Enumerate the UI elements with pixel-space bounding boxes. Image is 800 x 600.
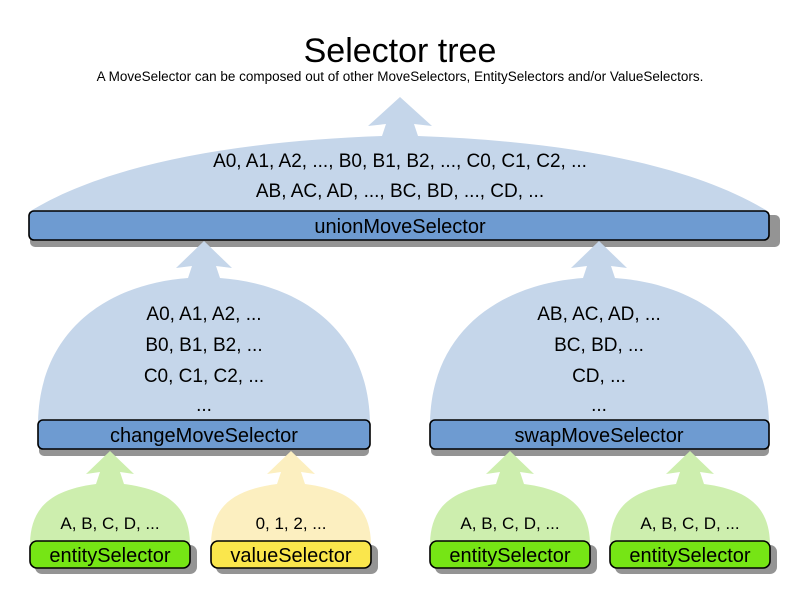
swap-line-1: AB, AC, AD, ... bbox=[537, 304, 661, 325]
union-line-2: AB, AC, AD, ..., BC, BD, ..., CD, ... bbox=[256, 181, 544, 202]
swap-line-2: BC, BD, ... bbox=[554, 335, 644, 356]
swap-line-4: ... bbox=[591, 395, 607, 416]
change-line-1: A0, A1, A2, ... bbox=[146, 304, 261, 325]
entity-2-line: A, B, C, D, ... bbox=[460, 514, 559, 533]
change-line-4: ... bbox=[196, 395, 212, 416]
node-entity-selector-3[interactable]: A, B, C, D, ... entitySelector bbox=[609, 451, 777, 574]
entity-2-label: entitySelector bbox=[449, 545, 571, 567]
node-entity-selector-2[interactable]: A, B, C, D, ... entitySelector bbox=[429, 451, 597, 574]
entity-2-box[interactable] bbox=[429, 540, 591, 569]
node-union-move-selector[interactable]: A0, A1, A2, ..., B0, B1, B2, ..., C0, C1… bbox=[28, 97, 780, 247]
entity-1-box[interactable] bbox=[29, 540, 191, 569]
page-subtitle: A MoveSelector can be composed out of ot… bbox=[97, 69, 704, 84]
entity-3-box[interactable] bbox=[609, 540, 771, 569]
node-change-move-selector[interactable]: A0, A1, A2, ... B0, B1, B2, ... C0, C1, … bbox=[37, 241, 371, 456]
change-line-3: C0, C1, C2, ... bbox=[144, 366, 264, 387]
union-dome-shape bbox=[29, 97, 769, 214]
swap-dome-shape bbox=[430, 241, 769, 422]
node-swap-move-selector[interactable]: AB, AC, AD, ... BC, BD, ... CD, ... ... … bbox=[429, 241, 770, 456]
swap-label-bar[interactable] bbox=[429, 419, 770, 450]
change-label: changeMoveSelector bbox=[110, 425, 298, 447]
entity-1-line: A, B, C, D, ... bbox=[60, 514, 159, 533]
page-title: Selector tree bbox=[304, 32, 497, 70]
entity-1-dome-shape bbox=[30, 451, 190, 543]
entity-2-dome-shape bbox=[430, 451, 590, 543]
value-1-box[interactable] bbox=[210, 540, 372, 569]
entity-3-dome-shape bbox=[610, 451, 770, 543]
value-1-dome-shape bbox=[211, 451, 371, 543]
union-label-bar[interactable] bbox=[28, 210, 770, 241]
value-1-label: valueSelector bbox=[230, 545, 352, 567]
union-label: unionMoveSelector bbox=[314, 216, 486, 238]
change-dome-shape bbox=[38, 241, 370, 422]
swap-line-3: CD, ... bbox=[572, 366, 626, 387]
change-line-2: B0, B1, B2, ... bbox=[145, 335, 262, 356]
value-1-line: 0, 1, 2, ... bbox=[256, 514, 327, 533]
swap-label: swapMoveSelector bbox=[515, 425, 684, 447]
entity-1-label: entitySelector bbox=[49, 545, 171, 567]
node-value-selector-1[interactable]: 0, 1, 2, ... valueSelector bbox=[210, 451, 378, 574]
entity-3-label: entitySelector bbox=[629, 545, 751, 567]
change-label-bar[interactable] bbox=[37, 419, 371, 450]
node-entity-selector-1[interactable]: A, B, C, D, ... entitySelector bbox=[29, 451, 197, 574]
union-line-1: A0, A1, A2, ..., B0, B1, B2, ..., C0, C1… bbox=[213, 151, 587, 172]
entity-3-line: A, B, C, D, ... bbox=[640, 514, 739, 533]
